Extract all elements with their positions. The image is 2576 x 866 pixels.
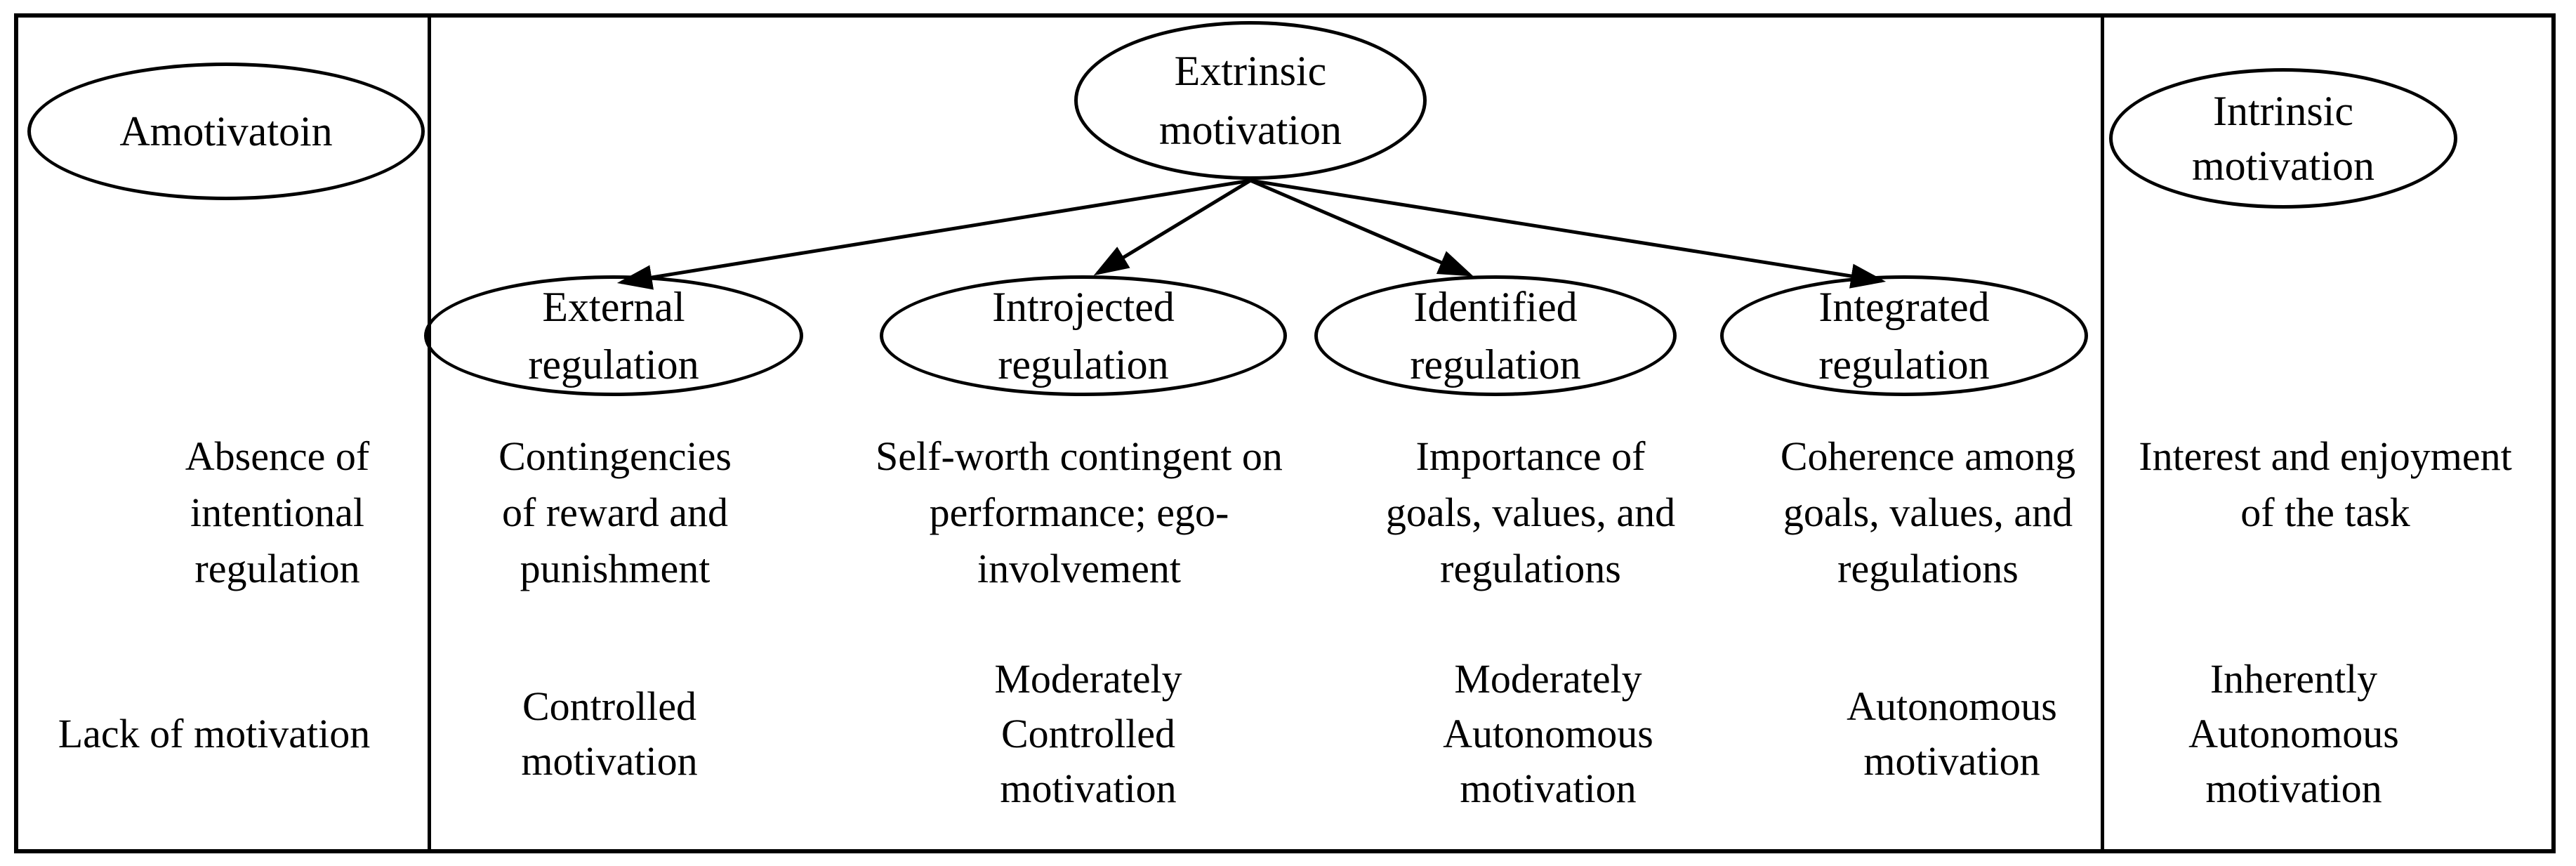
description-amotivation: Absence of intentional regulation: [185, 433, 370, 591]
external-regulation-label: External regulation: [528, 284, 699, 388]
introjected-regulation-label: Introjected regulation: [992, 284, 1175, 388]
identified-regulation-node: Identified regulation: [1314, 275, 1677, 396]
extrinsic-motivation-node: Extrinsic motivation: [1074, 21, 1427, 180]
intrinsic-motivation-label: Intrinsic motivation: [2192, 88, 2374, 189]
extrinsic-motivation-label: Extrinsic motivation: [1159, 48, 1342, 153]
amotivation-node: Amotivatoin: [27, 63, 425, 200]
motivation-type-integrated: Autonomous motivation: [1847, 683, 2057, 784]
motivation-type-introjected: Moderately Controlled motivation: [994, 656, 1182, 811]
external-regulation-node: External regulation: [424, 275, 803, 396]
introjected-regulation-node: Introjected regulation: [880, 275, 1287, 396]
description-introjected-regulation: Self-worth contingent on performance; eg…: [876, 433, 1283, 591]
description-identified-regulation: Importance of goals, values, and regulat…: [1385, 433, 1676, 591]
column-divider-left: [428, 13, 431, 853]
motivation-type-amotivation: Lack of motivation: [58, 711, 371, 756]
arrow-extrinsic-to-external: [616, 178, 1251, 290]
motivation-type-external: Controlled motivation: [521, 683, 698, 784]
arrow-extrinsic-to-identified: [1250, 178, 1474, 277]
description-external-regulation: Contingencies of reward and punishment: [498, 433, 732, 591]
integrated-regulation-node: Integrated regulation: [1720, 275, 2088, 396]
motivation-type-identified: Moderately Autonomous motivation: [1443, 656, 1653, 811]
motivation-type-intrinsic: Inherently Autonomous motivation: [2188, 656, 2399, 811]
arrow-extrinsic-to-integrated: [1250, 178, 1887, 289]
integrated-regulation-label: Integrated regulation: [1818, 284, 1990, 388]
diagram-border: [14, 13, 2556, 853]
amotivation-label: Amotivatoin: [119, 108, 333, 155]
description-intrinsic-motivation: Interest and enjoyment of the task: [2139, 433, 2512, 535]
description-integrated-regulation: Coherence among goals, values, and regul…: [1780, 433, 2076, 591]
arrow-extrinsic-to-introjected: [1093, 178, 1252, 276]
identified-regulation-label: Identified regulation: [1410, 284, 1581, 388]
column-divider-right: [2101, 13, 2104, 853]
intrinsic-motivation-node: Intrinsic motivation: [2109, 68, 2457, 209]
